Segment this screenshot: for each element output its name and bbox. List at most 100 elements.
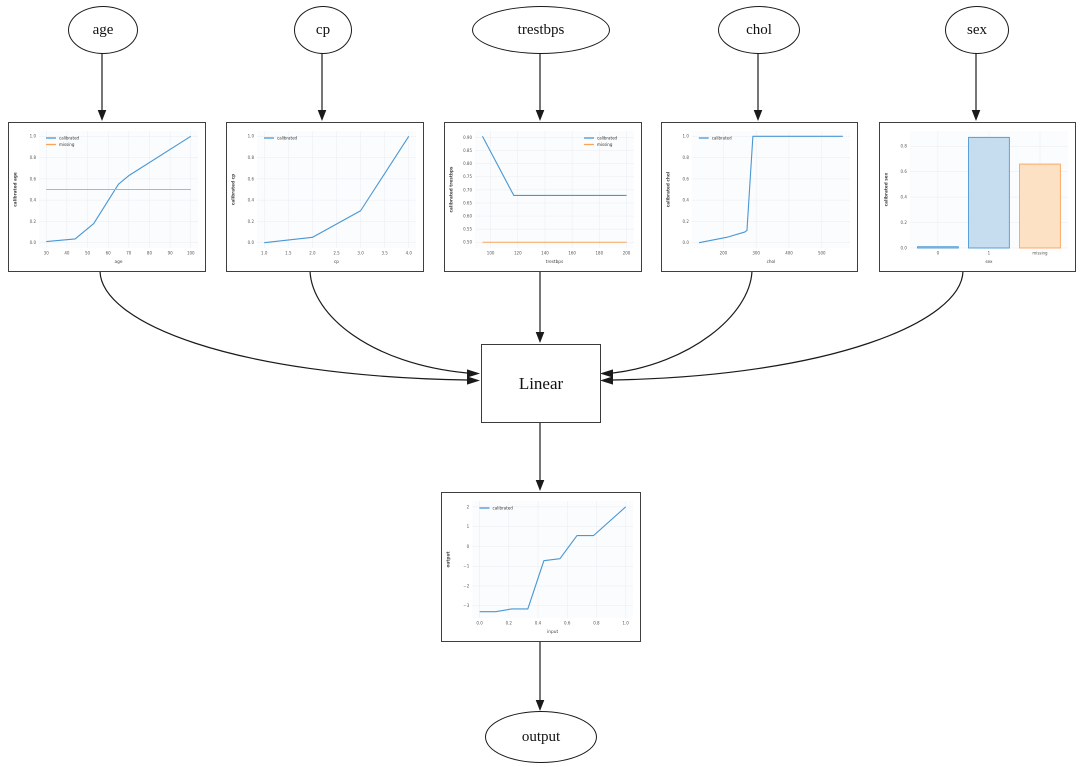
svg-text:0.8: 0.8 [248, 155, 255, 160]
arrowhead [535, 700, 545, 711]
svg-text:0.50: 0.50 [463, 240, 472, 245]
svg-text:−1: −1 [463, 564, 469, 569]
svg-text:missing: missing [59, 142, 75, 147]
svg-text:0.65: 0.65 [463, 200, 472, 205]
svg-text:0.2: 0.2 [901, 220, 908, 225]
svg-text:60: 60 [106, 251, 112, 256]
svg-text:40: 40 [64, 251, 70, 256]
svg-text:70: 70 [126, 251, 132, 256]
arrowhead [467, 369, 480, 378]
svg-text:0.4: 0.4 [535, 621, 542, 626]
svg-text:50: 50 [85, 251, 91, 256]
svg-text:3.0: 3.0 [357, 251, 364, 256]
svg-text:0.4: 0.4 [901, 195, 908, 200]
svg-text:0.4: 0.4 [30, 198, 37, 203]
svg-text:100: 100 [487, 251, 495, 256]
svg-text:input: input [547, 629, 558, 635]
svg-text:0.4: 0.4 [683, 198, 690, 203]
svg-text:1.5: 1.5 [285, 251, 292, 256]
svg-text:calibrated: calibrated [597, 135, 618, 140]
svg-text:3.5: 3.5 [381, 251, 388, 256]
svg-text:1.0: 1.0 [683, 134, 690, 139]
svg-text:output: output [446, 551, 452, 567]
svg-text:1: 1 [467, 524, 470, 529]
svg-text:80: 80 [147, 251, 153, 256]
svg-text:0.2: 0.2 [248, 219, 255, 224]
svg-text:0.6: 0.6 [30, 176, 37, 181]
svg-text:2: 2 [467, 504, 470, 509]
edge-cholcal-to-linear [612, 270, 753, 374]
arrowhead [535, 332, 545, 343]
svg-text:1.0: 1.0 [30, 134, 37, 139]
svg-text:0.75: 0.75 [463, 174, 472, 179]
arrowhead [535, 480, 545, 491]
svg-text:calibrated cp: calibrated cp [231, 174, 237, 205]
svg-text:100: 100 [187, 251, 195, 256]
svg-text:calibrated: calibrated [277, 135, 298, 140]
node-age-label: age [92, 21, 114, 38]
svg-text:0.6: 0.6 [248, 176, 255, 181]
svg-text:calibrated: calibrated [493, 505, 514, 510]
svg-text:400: 400 [785, 250, 793, 255]
node-cp: cp [294, 6, 352, 54]
svg-text:0.85: 0.85 [463, 148, 472, 153]
arrowhead [753, 110, 763, 121]
svg-text:180: 180 [596, 251, 604, 256]
svg-text:2.0: 2.0 [309, 251, 316, 256]
svg-text:500: 500 [818, 250, 826, 255]
node-linear-label: Linear [518, 373, 564, 393]
chart-svg: 30 40 50 60 70 80 90 100 0.0 0.2 0.4 0.6 0.8 1.0 age ca… [9, 123, 205, 271]
svg-text:0.0: 0.0 [30, 240, 37, 245]
edge-agecal-to-linear [99, 270, 468, 381]
svg-text:140: 140 [541, 251, 549, 256]
svg-text:0.4: 0.4 [248, 198, 255, 203]
arrowhead [535, 110, 545, 121]
svg-text:calibrated: calibrated [59, 135, 80, 140]
svg-text:0.0: 0.0 [901, 245, 908, 250]
svg-text:age: age [115, 260, 123, 265]
node-chol-label: chol [746, 21, 772, 38]
svg-text:0.6: 0.6 [901, 169, 908, 174]
node-sex-label: sex [967, 21, 987, 38]
svg-text:0.8: 0.8 [901, 144, 908, 149]
edge-sexcal-to-linear [612, 270, 964, 381]
svg-text:0.6: 0.6 [564, 621, 571, 626]
svg-text:calibrated sex: calibrated sex [883, 172, 888, 206]
node-linear: Linear [481, 344, 601, 423]
svg-text:missing: missing [1032, 250, 1048, 255]
svg-text:0.0: 0.0 [248, 240, 255, 245]
svg-text:160: 160 [568, 251, 576, 256]
arrowhead [97, 110, 107, 121]
svg-text:0.0: 0.0 [476, 621, 483, 626]
svg-text:30: 30 [44, 251, 50, 256]
svg-text:calibrated age: calibrated age [13, 172, 19, 207]
svg-text:0.80: 0.80 [463, 161, 472, 166]
svg-text:90: 90 [168, 251, 174, 256]
svg-text:cp: cp [334, 260, 339, 265]
svg-text:−2: −2 [463, 583, 469, 588]
node-chol: chol [718, 6, 800, 54]
svg-text:0.8: 0.8 [30, 155, 37, 160]
svg-text:0.55: 0.55 [463, 227, 472, 232]
arrowhead [600, 369, 613, 378]
arrowhead [467, 376, 480, 385]
arrowhead [600, 376, 613, 385]
node-output: output [485, 711, 597, 763]
arrowhead [971, 110, 981, 121]
svg-text:200: 200 [623, 251, 631, 256]
svg-text:0.70: 0.70 [463, 187, 472, 192]
svg-text:1.0: 1.0 [261, 251, 268, 256]
node-trestbps-label: trestbps [517, 21, 565, 38]
svg-text:0.90: 0.90 [463, 135, 472, 140]
svg-text:0.2: 0.2 [30, 219, 37, 224]
svg-text:calibrated: calibrated [712, 135, 732, 140]
svg-text:1.0: 1.0 [248, 134, 255, 139]
